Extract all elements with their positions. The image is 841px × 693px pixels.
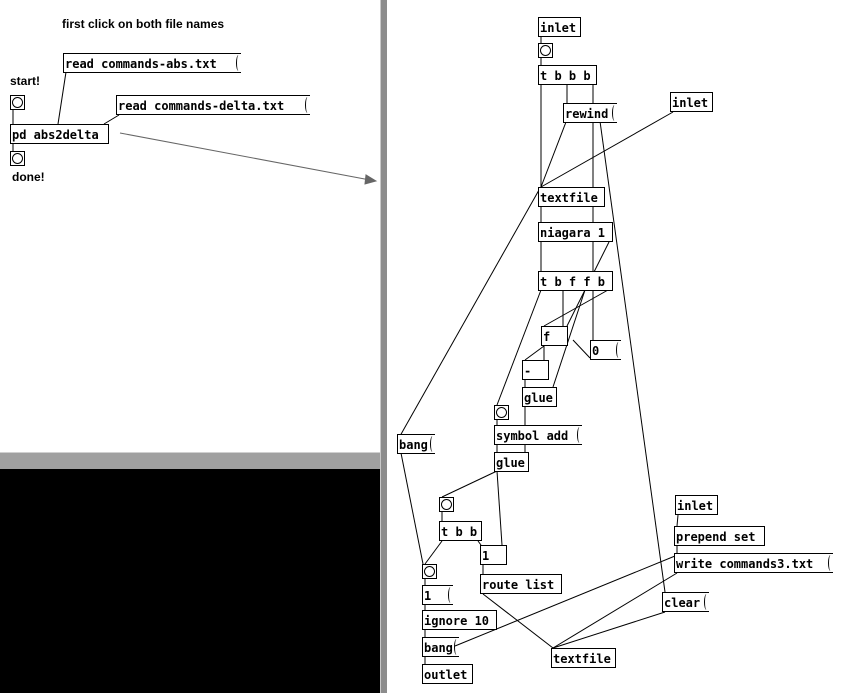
ignore-object[interactable]: ignore 10 [422,610,497,630]
bang-button-3[interactable] [439,497,454,512]
trigger-bffb-object[interactable]: t b f f b [538,271,613,291]
trigger-bbb-object[interactable]: t b b b [538,65,597,85]
route-list-object[interactable]: route list [480,574,562,594]
clear-message[interactable]: clear [662,592,709,612]
niagara-object[interactable]: niagara 1 [538,222,613,242]
bang-message-2[interactable]: bang [422,637,459,657]
outlet-object[interactable]: outlet [422,664,473,684]
inlet-object[interactable]: inlet [538,17,581,37]
done-label: done! [12,170,45,184]
bang-button[interactable] [538,43,553,58]
one-message[interactable]: 1 [422,585,453,605]
glue-object-2[interactable]: glue [494,452,529,472]
read-abs-message[interactable]: read commands-abs.txt [63,53,241,73]
minus-object[interactable]: - [522,360,549,380]
write-commands-message[interactable]: write commands3.txt [674,553,833,573]
console-area [0,469,380,693]
abs2delta-subpatch[interactable]: pd abs2delta [10,124,109,144]
inlet-object-3[interactable]: inlet [675,495,718,515]
float-object[interactable]: f [541,326,568,346]
textfile-object-2[interactable]: textfile [551,648,616,668]
bang-button-4[interactable] [422,564,437,579]
inlet-object-2[interactable]: inlet [670,92,713,112]
vertical-divider[interactable] [380,0,387,693]
glue-object[interactable]: glue [522,387,557,407]
bang-message[interactable]: bang [397,434,435,454]
instructions-comment: first click on both file names [62,17,225,31]
symbol-add-message[interactable]: symbol add [494,425,582,445]
start-label: start! [10,74,41,88]
textfile-object[interactable]: textfile [538,187,605,207]
done-bang-indicator[interactable] [10,151,25,166]
trigger-bb-object[interactable]: t b b [439,521,482,541]
zero-message[interactable]: 0 [590,340,621,360]
read-delta-message[interactable]: read commands-delta.txt [116,95,310,115]
bang-button-2[interactable] [494,405,509,420]
one-object[interactable]: 1 [480,545,507,565]
rewind-message[interactable]: rewind [563,103,617,123]
horizontal-divider[interactable] [0,452,380,469]
prepend-set-object[interactable]: prepend set [674,526,765,546]
start-bang-button[interactable] [10,95,25,110]
